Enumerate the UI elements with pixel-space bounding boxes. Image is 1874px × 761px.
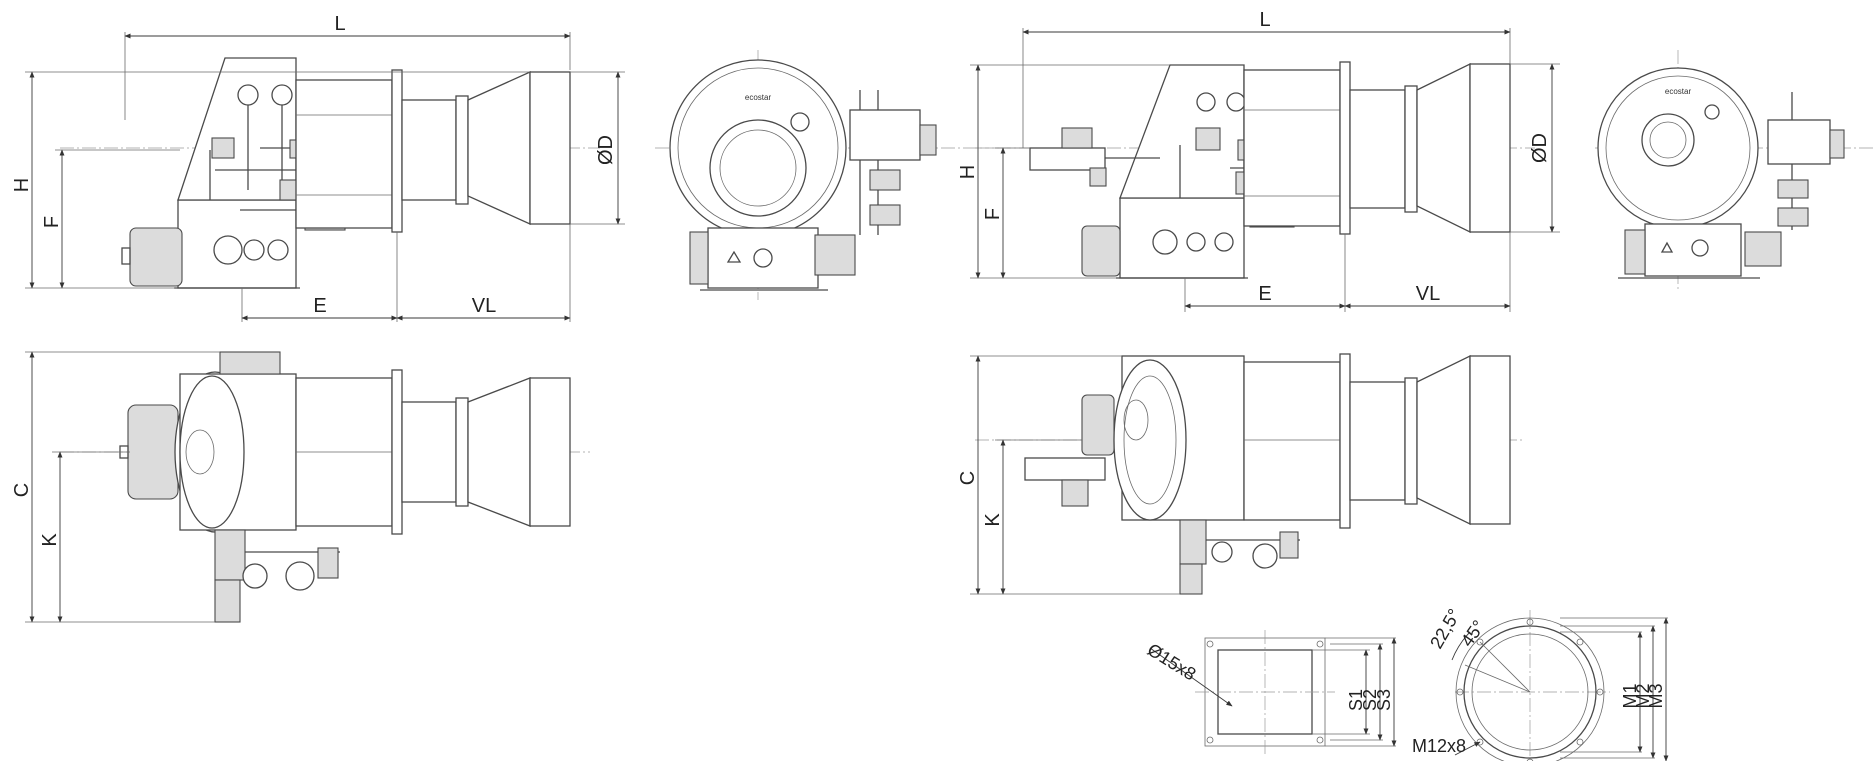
dim-label-vl-right: VL <box>1416 283 1440 305</box>
dim-label-od: ØD <box>595 135 617 165</box>
dim-label-c: C <box>11 483 33 497</box>
top-view-right: C K <box>957 353 1525 595</box>
dim-label-s2: S2 <box>1360 689 1380 711</box>
brand-text-left: ecostar <box>745 93 772 102</box>
dim-label-f: F <box>41 216 63 228</box>
side-view-right: L H F ØD E VL <box>957 9 1560 312</box>
dim-label-s1: S1 <box>1346 689 1366 711</box>
dim-label-m3: M3 <box>1646 683 1666 708</box>
dim-label-c-right: C <box>957 471 979 485</box>
dim-label-angle-a: 22,5° <box>1426 605 1464 652</box>
dim-label-h: H <box>11 178 33 192</box>
dim-label-vl: VL <box>472 295 496 317</box>
dim-label-s3: S3 <box>1374 689 1394 711</box>
dim-label-m1: M1 <box>1620 683 1640 708</box>
dim-label-bolt-holes: Ø15x8 <box>1144 639 1200 684</box>
dim-label-k-right: K <box>982 513 1004 527</box>
dim-label-f-right: F <box>982 208 1004 220</box>
dim-label-e: E <box>313 295 326 317</box>
dim-label-e-right: E <box>1258 283 1271 305</box>
plate-detail-round: 22,5° 45° M12x8 M1 M2 M3 <box>1412 605 1669 761</box>
dim-label-l: L <box>334 13 345 35</box>
brand-text-right: ecostar <box>1665 87 1692 96</box>
top-view-left: C K <box>11 351 590 623</box>
dim-label-l-right: L <box>1259 9 1270 31</box>
front-view-right: ecostar <box>1595 50 1874 290</box>
dim-label-od-right: ØD <box>1529 133 1551 163</box>
dim-label-m2: M2 <box>1633 683 1653 708</box>
dim-label-thread-holes: M12x8 <box>1412 736 1466 756</box>
plate-detail-square: Ø15x8 S1 S2 S3 <box>1144 630 1397 755</box>
front-view-left: ecostar <box>655 50 1010 300</box>
dim-label-k: K <box>39 533 61 547</box>
side-view-left: L H F ØD E VL <box>11 13 625 322</box>
dim-label-h-right: H <box>957 165 979 179</box>
